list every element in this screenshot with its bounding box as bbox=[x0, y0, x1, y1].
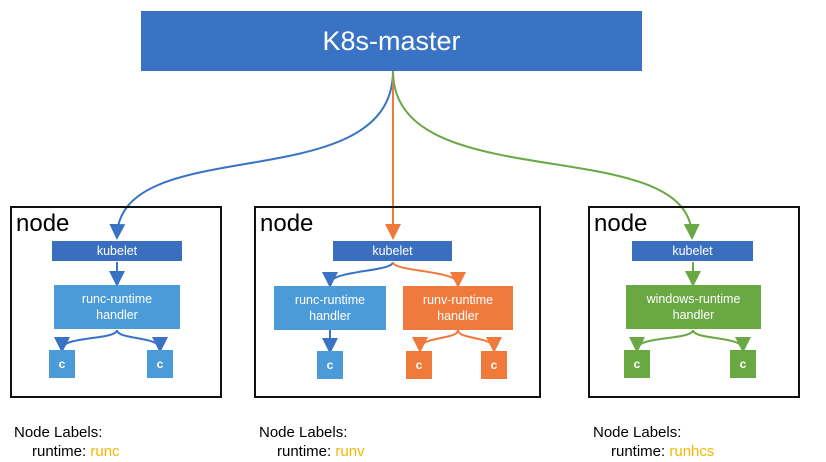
node-title: node bbox=[260, 210, 314, 237]
runtime-value: runc bbox=[90, 443, 120, 460]
node-labels-heading: Node Labels: bbox=[14, 424, 103, 441]
runtime-key: runtime: bbox=[277, 443, 332, 460]
node-labels-1: Node Labels: runtime: runc bbox=[14, 423, 120, 461]
kubelet-block: kubelet bbox=[632, 241, 753, 261]
runtime-label-row: runtime: runv bbox=[259, 442, 365, 461]
kubelet-block: kubelet bbox=[52, 241, 182, 261]
container-block: c bbox=[317, 351, 343, 379]
container-block: c bbox=[49, 350, 75, 378]
windows-runtime-handler: windows-runtime handler bbox=[626, 285, 761, 329]
container-block: c bbox=[481, 351, 507, 379]
container-block: c bbox=[624, 350, 650, 378]
container-block: c bbox=[406, 351, 432, 379]
runc-runtime-handler: runc-runtime handler bbox=[274, 286, 386, 330]
node-labels-heading: Node Labels: bbox=[593, 424, 682, 441]
node-labels-heading: Node Labels: bbox=[259, 424, 348, 441]
runtime-value: runv bbox=[335, 443, 365, 460]
runtime-key: runtime: bbox=[32, 443, 87, 460]
container-block: c bbox=[730, 350, 756, 378]
kubelet-block: kubelet bbox=[333, 241, 452, 261]
node-labels-3: Node Labels: runtime: runhcs bbox=[593, 423, 714, 461]
node-box-2: node bbox=[254, 206, 541, 398]
node-labels-2: Node Labels: runtime: runv bbox=[259, 423, 365, 461]
k8s-master-label: K8s-master bbox=[322, 25, 461, 56]
k8s-master-box: K8s-master bbox=[141, 11, 642, 71]
runv-runtime-handler: runv-runtime handler bbox=[403, 286, 513, 330]
node-title: node bbox=[16, 210, 70, 237]
node-box-3: node bbox=[588, 206, 800, 398]
container-block: c bbox=[147, 350, 173, 378]
runtime-label-row: runtime: runhcs bbox=[593, 442, 714, 461]
runtime-value: runhcs bbox=[669, 443, 715, 460]
runc-runtime-handler: runc-runtime handler bbox=[54, 285, 180, 329]
runtime-label-row: runtime: runc bbox=[14, 442, 120, 461]
node-box-1: node bbox=[10, 206, 222, 398]
runtime-key: runtime: bbox=[611, 443, 666, 460]
node-title: node bbox=[594, 210, 648, 237]
